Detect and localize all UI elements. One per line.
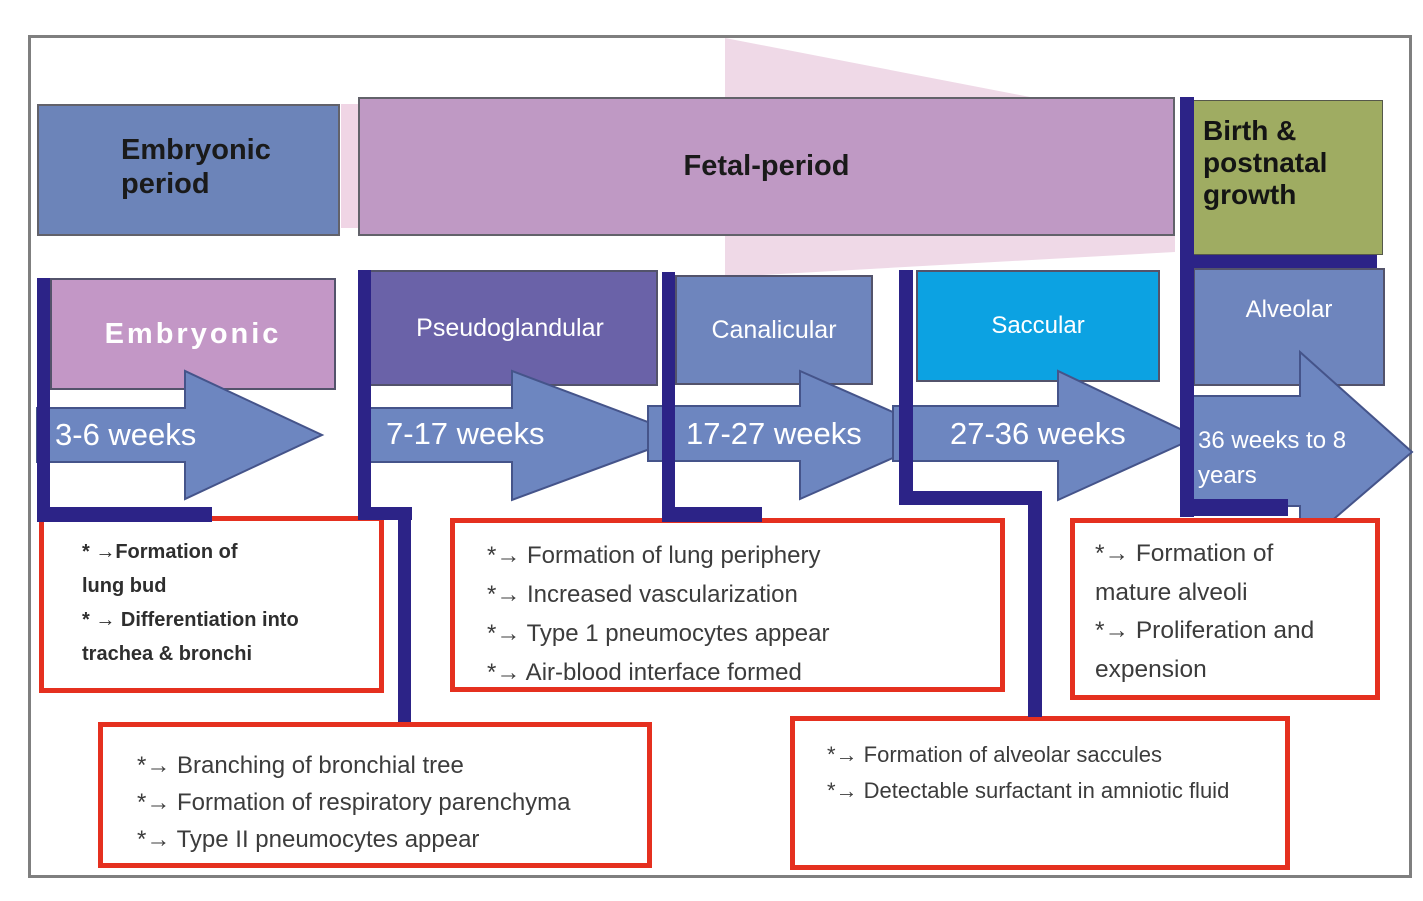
embryonic-period-box: Embryonic period bbox=[37, 104, 340, 236]
fetal-period-label: Fetal-period bbox=[683, 150, 850, 182]
notes-box-saccular: *→ Formation of alveolar saccules *→ Det… bbox=[790, 716, 1290, 870]
stage-box-canalicular: Canalicular bbox=[675, 275, 873, 385]
notes-box-embryonic: * →Formation of lung bud * → Differentia… bbox=[39, 516, 384, 693]
connector-alveolar-vertical bbox=[1180, 268, 1194, 517]
stage-label-alveolar: Alveolar bbox=[1245, 296, 1333, 323]
connector-saccular-vertical-upper bbox=[899, 270, 913, 505]
weeks-label-embryonic: 3-6 weeks bbox=[55, 417, 197, 452]
weeks-label-saccular: 27-36 weeks bbox=[950, 416, 1126, 451]
stage-label-canalicular: Canalicular bbox=[711, 315, 837, 344]
outer-border bbox=[28, 35, 1412, 878]
birth-box-navy-left-bar bbox=[1180, 97, 1194, 267]
connector-saccular-vertical-lower bbox=[1028, 491, 1042, 717]
stage-box-pseudoglandular: Pseudoglandular bbox=[362, 270, 658, 386]
connector-canalicular-foot bbox=[662, 507, 762, 522]
notes-text-saccular: *→ Formation of alveolar saccules *→ Det… bbox=[827, 742, 1230, 804]
notes-box-canalicular: *→ Formation of lung periphery *→ Increa… bbox=[450, 518, 1005, 692]
connector-pseudoglandular-vertical-upper bbox=[358, 270, 371, 520]
stage-label-saccular: Saccular bbox=[991, 312, 1085, 339]
stage-label-pseudoglandular: Pseudoglandular bbox=[416, 313, 604, 342]
fetal-period-box: Fetal-period bbox=[358, 97, 1175, 236]
notes-box-alveolar: *→ Formation of mature alveoli *→ Prolif… bbox=[1070, 518, 1380, 700]
connector-canalicular-vertical bbox=[662, 272, 675, 520]
stage-box-alveolar: Alveolar bbox=[1193, 268, 1385, 386]
birth-postnatal-label: Birth & postnatal growth bbox=[1203, 115, 1328, 211]
notes-text-alveolar: *→ Formation of mature alveoli *→ Prolif… bbox=[1095, 540, 1315, 684]
stage-label-embryonic: Embryonic bbox=[104, 317, 282, 350]
connector-embryonic-vertical bbox=[37, 278, 50, 522]
notes-text-embryonic: * →Formation of lung bud * → Differentia… bbox=[82, 541, 299, 665]
arrow-27-36-weeks bbox=[892, 369, 1200, 502]
connector-pseudoglandular-vertical-lower bbox=[398, 507, 411, 722]
weeks-label-pseudoglandular: 7-17 weeks bbox=[386, 416, 545, 451]
arrow-7-17-weeks bbox=[367, 369, 688, 502]
pink-gap-strip bbox=[341, 104, 358, 228]
arrow-3-6-weeks bbox=[36, 369, 325, 501]
weeks-label-canalicular: 17-27 weeks bbox=[686, 416, 862, 451]
connector-embryonic-foot bbox=[37, 507, 212, 522]
notes-text-pseudoglandular: *→ Branching of bronchial tree *→ Format… bbox=[137, 752, 571, 854]
birth-box-navy-bottom-bar bbox=[1180, 255, 1377, 268]
embryonic-period-label: Embryonic period bbox=[121, 134, 271, 201]
connector-saccular-jog bbox=[899, 491, 1042, 505]
weeks-label-alveolar: 36 weeks to 8 years bbox=[1198, 427, 1347, 489]
notes-text-canalicular: *→ Formation of lung periphery *→ Increa… bbox=[487, 542, 830, 686]
birth-postnatal-box: Birth & postnatal growth bbox=[1192, 100, 1383, 255]
stage-box-saccular: Saccular bbox=[916, 270, 1160, 382]
connector-alveolar-foot bbox=[1180, 499, 1288, 516]
notes-box-pseudoglandular: *→ Branching of bronchial tree *→ Format… bbox=[98, 722, 652, 868]
